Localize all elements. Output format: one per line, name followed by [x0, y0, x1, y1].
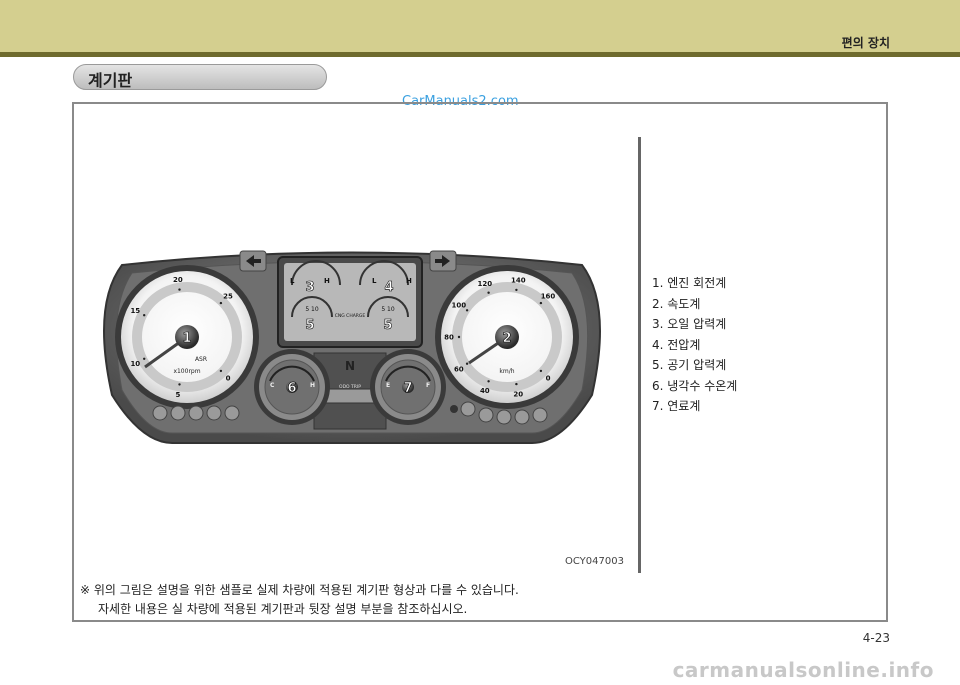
figure-frame — [72, 102, 888, 622]
note-line-1: ※ 위의 그림은 설명을 위한 샘플로 실제 차량에 적용된 계기판 형상과 다… — [80, 583, 519, 597]
speedo-tick-mark — [539, 301, 543, 305]
tacho-tick-label: 15 — [130, 307, 140, 315]
speedo-unit: km/h — [499, 368, 514, 375]
gear-indicator: N — [345, 359, 355, 373]
speedo-tick-mark — [515, 288, 518, 292]
speedo-tick-label: 120 — [477, 280, 492, 288]
coolant-C: C — [270, 382, 275, 389]
tacho-tick-label: 20 — [173, 276, 183, 284]
lcd-volt-H: H — [406, 277, 412, 285]
right-turn-indicator — [429, 250, 457, 272]
speedo-tick-label: 100 — [451, 301, 466, 309]
legend-item: 2. 속도계 — [652, 296, 701, 311]
speedo-tick-label: 160 — [541, 293, 556, 301]
indicator-lamps-right — [450, 401, 548, 425]
chapter-title: 편의 장치 — [841, 36, 890, 50]
fuel-E: E — [386, 382, 390, 389]
tacho-tick-mark — [178, 288, 181, 291]
lcd-volt-L: L — [372, 277, 377, 285]
left-turn-indicator — [239, 250, 267, 272]
header-band — [0, 0, 960, 52]
callout-1: 1 — [182, 331, 191, 346]
lcd-oil-L: L — [290, 277, 295, 285]
tachometer: 0 5 10 15 20 25 x100rpm ASR 1 — [115, 265, 259, 409]
tacho-tick-label: 0 — [226, 375, 231, 383]
speedo-tick-label: 80 — [444, 334, 454, 342]
legend-item: 7. 연료계 — [652, 399, 701, 413]
speedo-tick-mark — [465, 362, 469, 365]
watermark-top: CarManuals2.com — [402, 94, 519, 109]
figure-divider — [638, 137, 641, 573]
note-line-2: 자세한 내용은 실 차량에 적용된 계기판과 뒷장 설명 부분을 참조하십시오. — [98, 602, 468, 616]
speedo-tick-label: 140 — [511, 277, 526, 285]
tacho-tick-mark — [219, 369, 223, 373]
speedo-tick-label: 60 — [454, 366, 464, 374]
callout-5-right: 5 — [383, 318, 392, 333]
center-lcd-panel: L H L H 5 10 5 10 CNG CHARGE 3 4 5 5 — [277, 256, 423, 348]
tacho-tick-mark — [178, 383, 181, 386]
callout-4: 4 — [384, 280, 393, 295]
tacho-unit: x100rpm — [173, 368, 200, 375]
legend-item: 6. 냉각수 수온계 — [652, 378, 738, 393]
tacho-tick-label: 10 — [130, 360, 140, 368]
speedo-tick-mark — [487, 291, 490, 294]
legend-item: 1. 엔진 회전계 — [652, 276, 727, 290]
tacho-badge: ASR — [195, 356, 207, 363]
tacho-tick-mark — [143, 357, 146, 360]
watermark-bottom: carmanualsonline.info — [672, 658, 934, 682]
figure-note: ※ 위의 그림은 설명을 위한 샘플로 실제 차량에 적용된 계기판 형상과 다… — [80, 581, 519, 619]
fuel-gauge: E F 7 — [370, 349, 446, 425]
speedo-tick-mark — [457, 335, 461, 339]
tacho-tick-mark — [143, 314, 146, 317]
callout-5-left: 5 — [305, 318, 314, 333]
section-heading-pill — [73, 64, 327, 90]
speedo-tick-label: 0 — [546, 375, 551, 383]
callout-7: 7 — [403, 381, 412, 396]
legend-item: 3. 오일 압력계 — [652, 317, 727, 331]
speedo-tick-mark — [465, 309, 469, 312]
callout-6: 6 — [287, 381, 296, 396]
lcd-air-scale-right: 5 10 — [381, 306, 395, 313]
header-rule — [0, 52, 960, 57]
speedo-tick-label: 20 — [513, 390, 523, 398]
gauge-legend: 1. 엔진 회전계 2. 속도계 3. 오일 압력계 4. 전압계 5. 공기 … — [652, 273, 737, 417]
odo-trip-label: ODO TRIP — [339, 384, 361, 390]
speedometer: 0 20 40 60 80 100 120 140 160 km/h 2 — [435, 265, 579, 409]
lcd-cng-charge: CNG CHARGE — [335, 313, 366, 319]
speedo-tick-mark — [515, 382, 518, 386]
lcd-oil-H: H — [324, 277, 330, 285]
lcd-air-scale-left: 5 10 — [305, 306, 319, 313]
legend-item: 5. 공기 압력계 — [652, 358, 727, 372]
callout-2: 2 — [502, 331, 511, 346]
tacho-tick-label: 5 — [175, 391, 180, 399]
tacho-tick-mark — [219, 301, 223, 305]
page-number: 4-23 — [862, 631, 890, 645]
speedo-tick-label: 40 — [480, 387, 490, 395]
speedo-tick-mark — [539, 369, 543, 373]
speedo-tick-mark — [487, 380, 490, 383]
fuel-F: F — [426, 382, 430, 389]
coolant-temperature-gauge: C H 6 — [254, 349, 330, 425]
tacho-tick-label: 25 — [223, 293, 233, 301]
section-title: 계기판 — [88, 71, 133, 90]
indicator-lamps-left — [152, 405, 240, 421]
figure-code: OCY047003 — [565, 556, 624, 567]
callout-3: 3 — [305, 280, 314, 295]
coolant-H: H — [310, 382, 315, 389]
legend-item: 4. 전압계 — [652, 337, 701, 352]
